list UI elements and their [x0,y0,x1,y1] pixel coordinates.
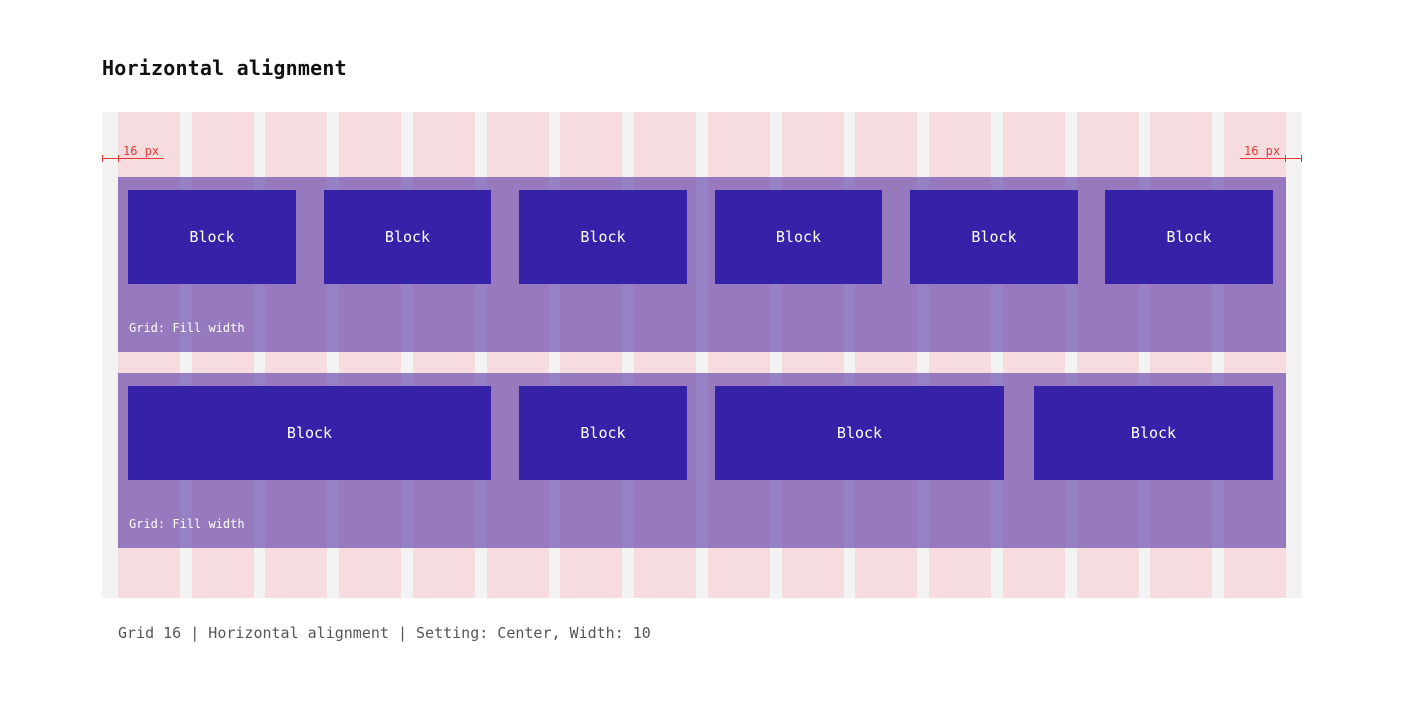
right-margin-line [1240,158,1302,159]
left-margin-tick-start [102,155,103,162]
block[interactable]: Block [519,386,687,480]
block[interactable]: Block [324,190,491,284]
grid-row-2: Block Block Block Block Grid: Fill width [118,373,1286,548]
block[interactable]: Block [715,190,882,284]
row-label: Grid: Fill width [129,517,245,531]
left-margin-tick-end [118,155,119,162]
right-margin-tick-end [1301,155,1302,162]
block[interactable]: Block [128,386,491,480]
block[interactable]: Block [910,190,1078,284]
page-title: Horizontal alignment [102,56,347,80]
block[interactable]: Block [128,190,296,284]
block[interactable]: Block [715,386,1004,480]
block[interactable]: Block [1034,386,1273,480]
grid-row-1: Block Block Block Block Block Block Grid… [118,177,1286,352]
right-margin-label: 16 px [1244,144,1281,158]
block[interactable]: Block [1105,190,1273,284]
block[interactable]: Block [519,190,687,284]
row-label: Grid: Fill width [129,321,245,335]
figure-caption: Grid 16 | Horizontal alignment | Setting… [118,624,651,642]
left-margin-line [102,158,164,159]
grid-canvas: 16 px 16 px Block Block Block Block Bloc… [102,112,1302,598]
left-margin-label: 16 px [123,144,160,158]
right-margin-tick-start [1285,155,1286,162]
